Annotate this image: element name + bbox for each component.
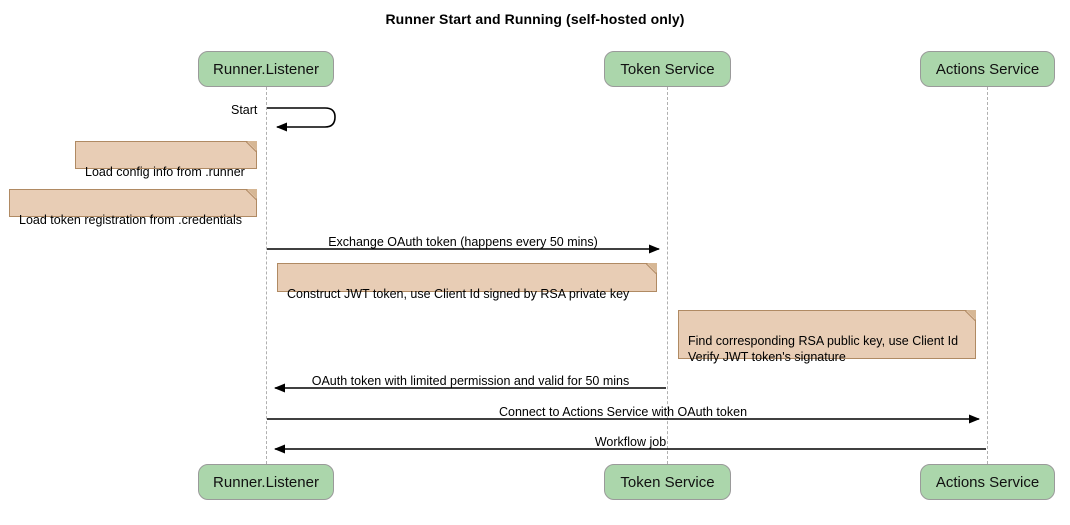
note-fold-edge [965, 310, 976, 321]
note-verify-jwt: Find corresponding RSA public key, use C… [678, 310, 976, 364]
participant-actions-service-top[interactable]: Actions Service [920, 51, 1055, 87]
message-label-oauth-token-reply: OAuth token with limited permission and … [311, 374, 630, 388]
note-load-config: Load config info from .runner [75, 141, 257, 179]
note-load-token-registration: Load token registration from .credential… [9, 189, 257, 227]
participant-actions-service-bottom[interactable]: Actions Service [920, 464, 1055, 500]
note-verify-jwt-text: Find corresponding RSA public key, use C… [688, 334, 959, 364]
participant-runner-listener-bottom[interactable]: Runner.Listener [198, 464, 334, 500]
participant-runner-listener-top[interactable]: Runner.Listener [198, 51, 334, 87]
diagram-title: Runner Start and Running (self-hosted on… [385, 11, 685, 27]
note-construct-jwt-text: Construct JWT token, use Client Id signe… [287, 287, 630, 301]
message-arrow-start [267, 107, 336, 132]
message-label-workflow-job: Workflow job [594, 435, 667, 449]
lifeline-actions [987, 87, 988, 464]
lifeline-runner [266, 87, 267, 464]
participant-token-service-top[interactable]: Token Service [604, 51, 731, 87]
note-fold-edge [646, 263, 657, 274]
note-load-token-registration-text: Load token registration from .credential… [19, 213, 243, 227]
note-fold-edge [246, 141, 257, 152]
note-load-config-text: Load config info from .runner [85, 165, 245, 179]
message-label-exchange-oauth-token: Exchange OAuth token (happens every 50 m… [328, 235, 598, 249]
note-fold-edge [246, 189, 257, 200]
participant-token-service-bottom[interactable]: Token Service [604, 464, 731, 500]
message-label-connect-actions-service: Connect to Actions Service with OAuth to… [498, 405, 748, 419]
note-construct-jwt: Construct JWT token, use Client Id signe… [277, 263, 657, 301]
lifeline-token [667, 87, 668, 464]
message-label-start: Start [231, 103, 258, 117]
